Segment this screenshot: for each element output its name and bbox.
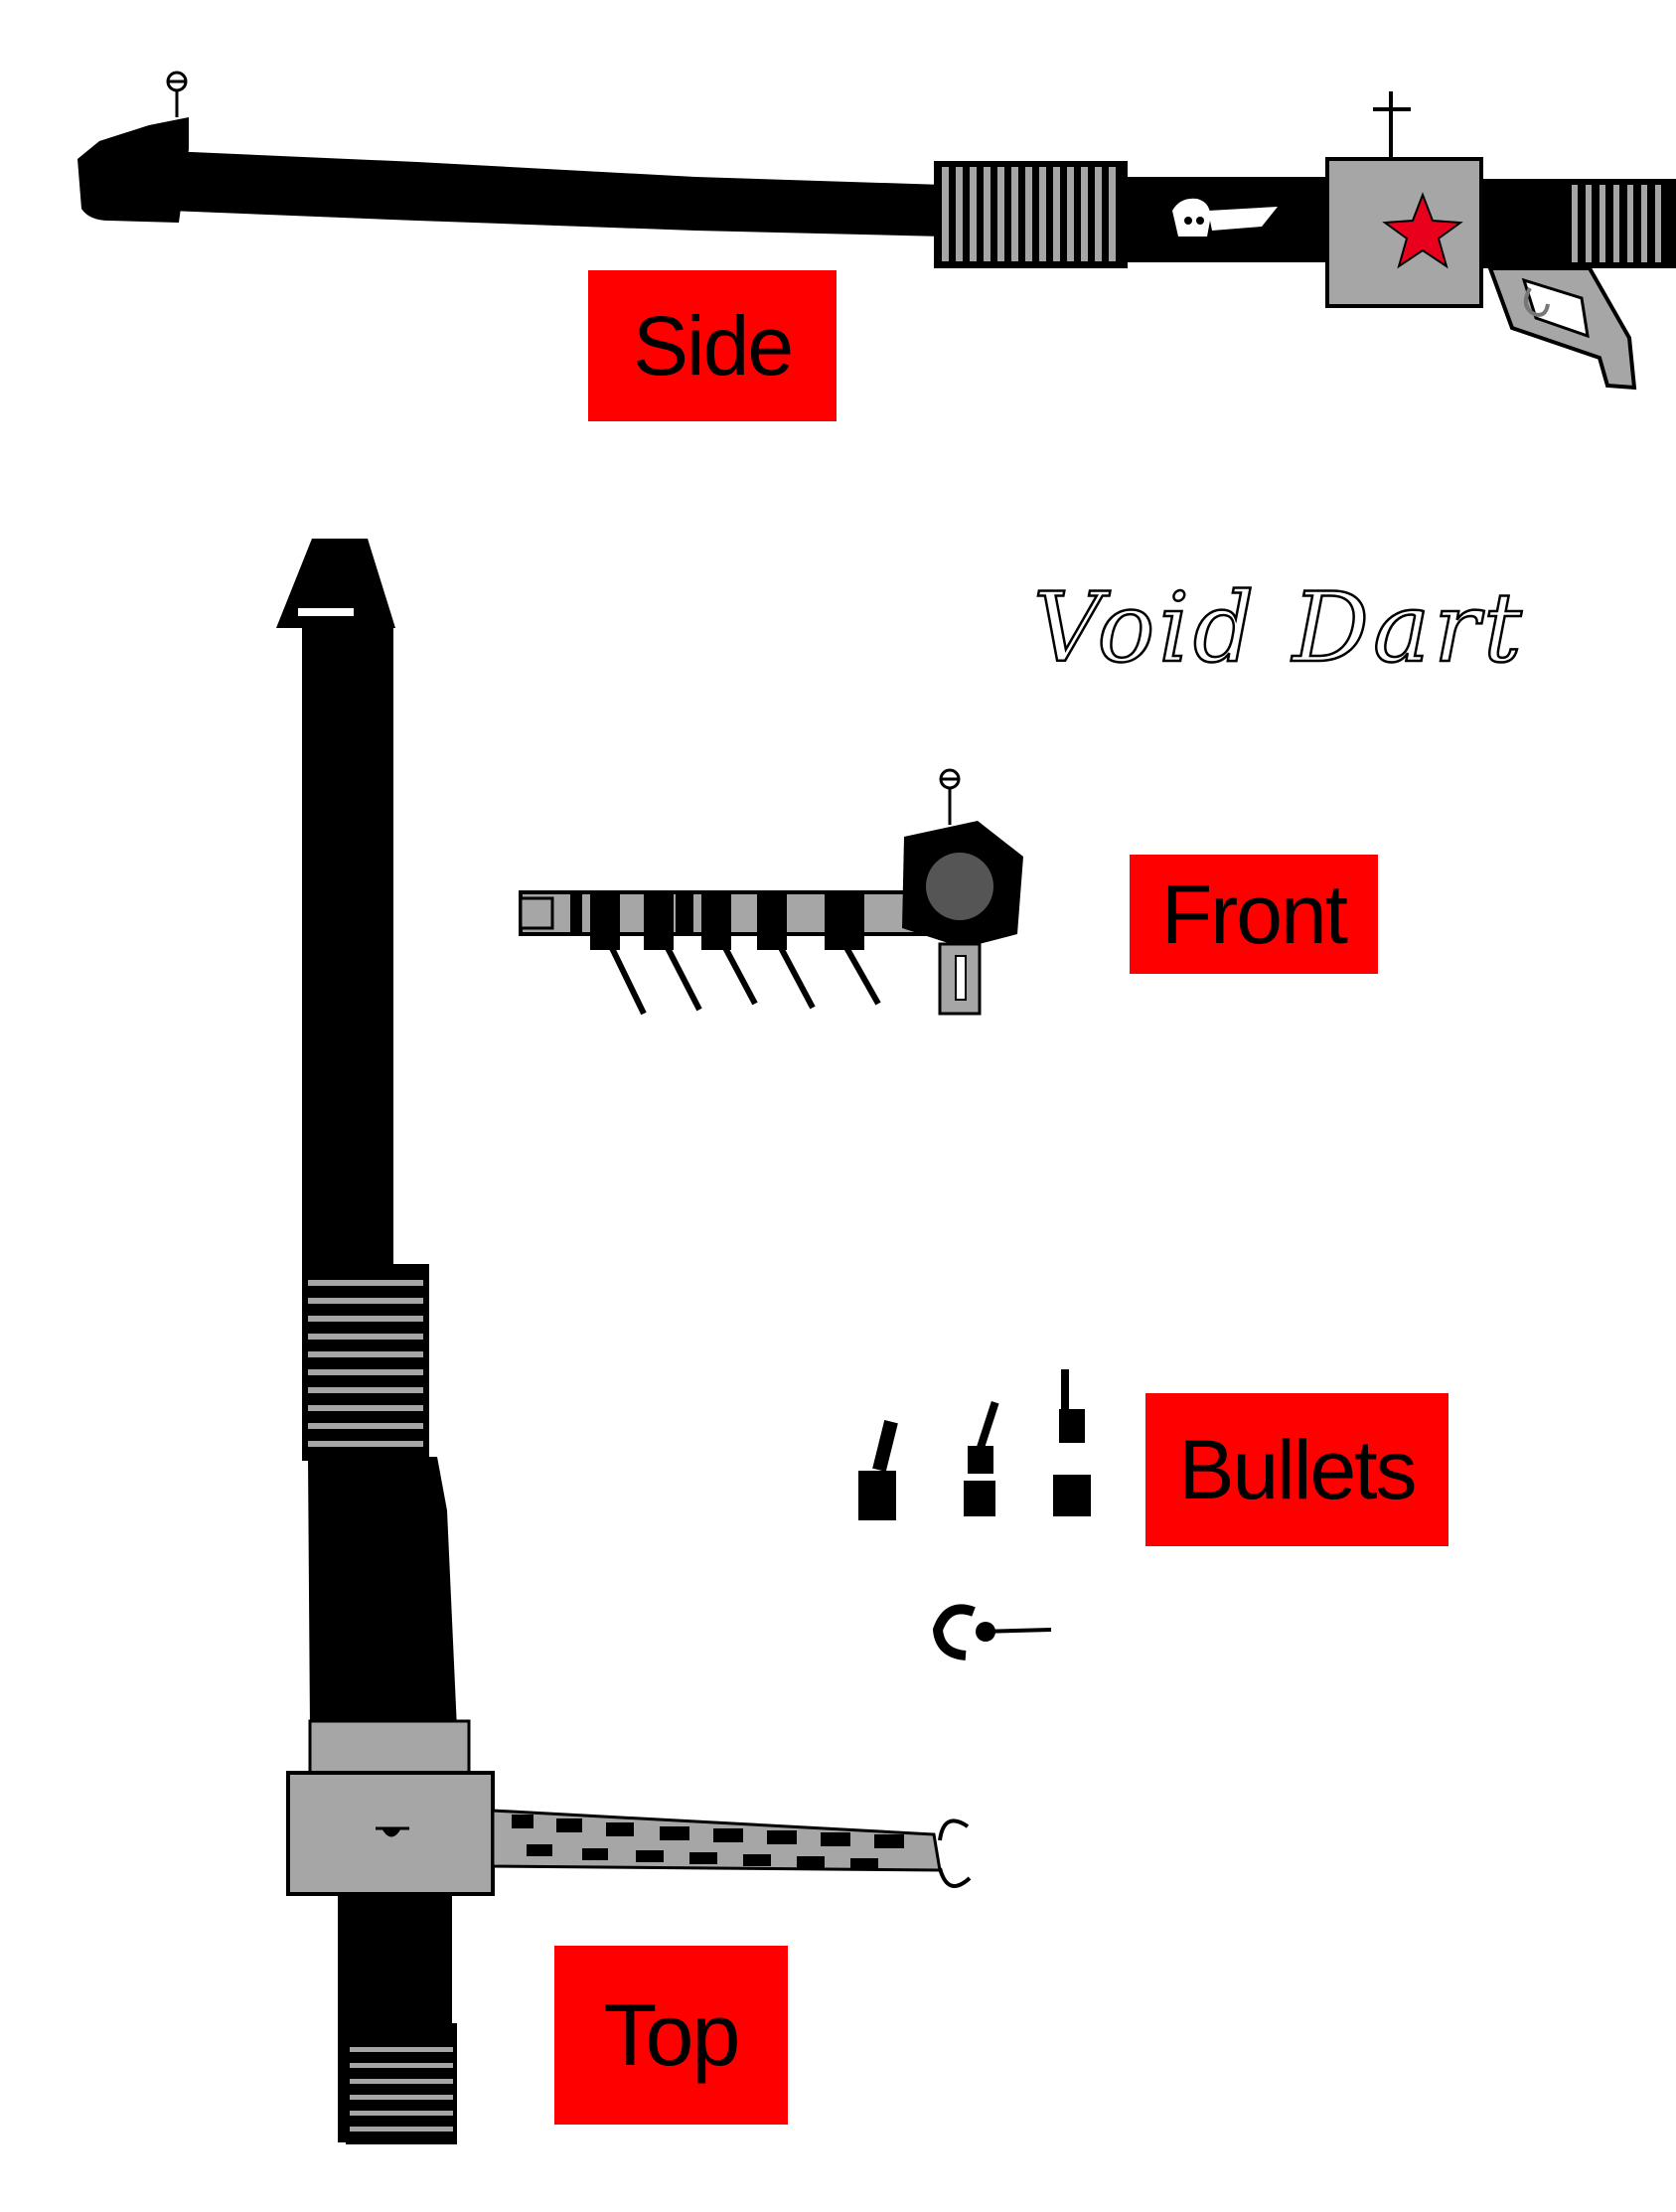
side-striped-sleeve xyxy=(934,161,1128,268)
side-trigger-grip xyxy=(1487,266,1637,391)
side-receiver xyxy=(1325,157,1483,308)
top-body xyxy=(308,1457,457,1729)
top-receiver xyxy=(286,1719,495,1896)
top-view xyxy=(276,539,972,2144)
front-view xyxy=(519,768,1023,1016)
top-barrel xyxy=(302,628,393,1274)
label-front-text: Front xyxy=(1160,867,1348,961)
front-grip xyxy=(938,942,982,1016)
title-handwriting: Void Dart xyxy=(1032,571,1526,686)
hook-attachment xyxy=(932,1604,1052,1660)
star-emblem-icon xyxy=(1382,192,1463,269)
side-barrel xyxy=(169,151,944,237)
label-front: Front xyxy=(1130,855,1378,974)
front-bore xyxy=(926,853,993,920)
label-top: Top xyxy=(554,1946,788,2125)
label-side: Side xyxy=(588,270,837,421)
skull-emblem-icon xyxy=(1172,198,1278,237)
bullet-3 xyxy=(1053,1369,1091,1516)
bullet-2 xyxy=(964,1400,999,1516)
label-side-text: Side xyxy=(632,298,794,393)
bullets-group xyxy=(858,1369,1091,1660)
bullet-1 xyxy=(858,1420,898,1520)
top-muzzle xyxy=(276,539,395,628)
side-muzzle xyxy=(77,117,189,223)
front-dart-needles xyxy=(607,942,881,1016)
side-stock-stripes xyxy=(1572,185,1661,262)
page-title: Void Dart xyxy=(1033,572,1526,684)
label-top-text: Top xyxy=(603,1985,741,2084)
crosshair-sight-icon xyxy=(1373,91,1411,161)
front-darts xyxy=(570,890,864,950)
side-view xyxy=(77,71,1676,391)
label-bullets-text: Bullets xyxy=(1178,1422,1417,1516)
front-sight xyxy=(939,768,961,825)
top-stock xyxy=(338,1894,457,2144)
label-bullets: Bullets xyxy=(1145,1393,1448,1546)
side-muzzle-sight xyxy=(166,71,188,117)
top-striped-sleeve xyxy=(302,1264,429,1461)
top-ammo-feed xyxy=(491,1809,972,1888)
